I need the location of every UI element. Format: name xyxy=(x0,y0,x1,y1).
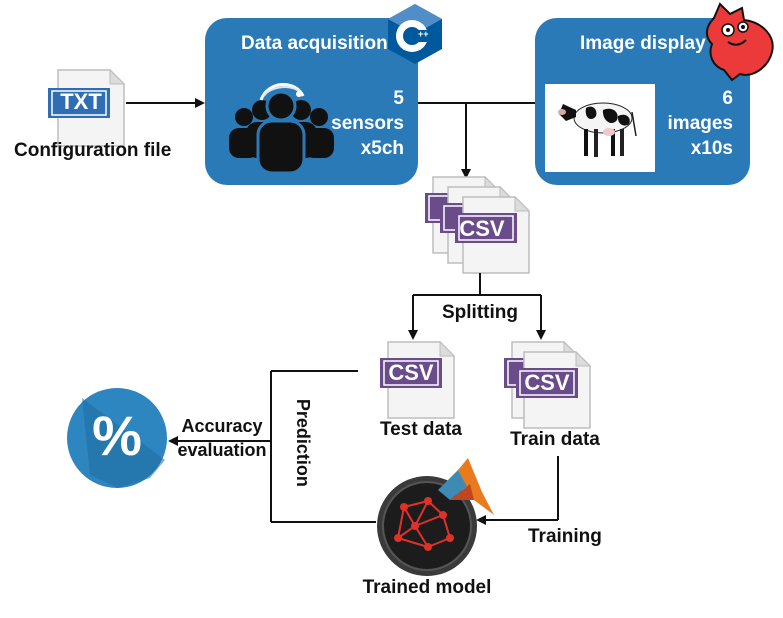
prediction-label: Prediction xyxy=(292,398,313,487)
display-title: Image display xyxy=(580,33,706,54)
csv-badge-train: CSV xyxy=(524,370,570,395)
display-image-count: 6 xyxy=(722,88,733,109)
display-duration: x10s xyxy=(690,138,733,159)
train-data-label: Train data xyxy=(510,429,600,450)
acquisition-sensor-count: 5 xyxy=(393,88,404,109)
test-data-label: Test data xyxy=(379,419,462,440)
accuracy-label-line1: Accuracy xyxy=(181,416,263,436)
trained-model-label: Trained model xyxy=(362,577,492,598)
people-headset-icon xyxy=(229,90,334,175)
eeg-headset-icon xyxy=(259,83,305,101)
percent-icon xyxy=(67,388,167,488)
acquisition-sensor-unit: sensors xyxy=(331,113,404,134)
txt-badge: TXT xyxy=(60,89,102,114)
txt-file-icon xyxy=(48,69,125,147)
neural-network-icon xyxy=(377,476,477,576)
csv-badge: CSV xyxy=(459,216,505,241)
splitting-label: Splitting xyxy=(442,302,518,323)
display-image-unit: images xyxy=(667,113,733,134)
training-label: Training xyxy=(528,526,602,547)
matlab-logo-icon xyxy=(438,458,494,515)
cow-image xyxy=(545,84,655,172)
cpp-logo-plus: ++ xyxy=(418,29,429,39)
cpp-logo-icon xyxy=(388,4,442,64)
accuracy-label-line2: evaluation xyxy=(177,440,267,460)
csv-badge-test: CSV xyxy=(388,360,434,385)
config-file-label: Configuration file xyxy=(14,140,172,161)
red-cat-logo-icon xyxy=(706,2,774,82)
acquisition-channels: x5ch xyxy=(360,138,404,159)
acquisition-title: Data acquisition xyxy=(241,33,388,54)
percent-symbol: % xyxy=(92,404,142,467)
